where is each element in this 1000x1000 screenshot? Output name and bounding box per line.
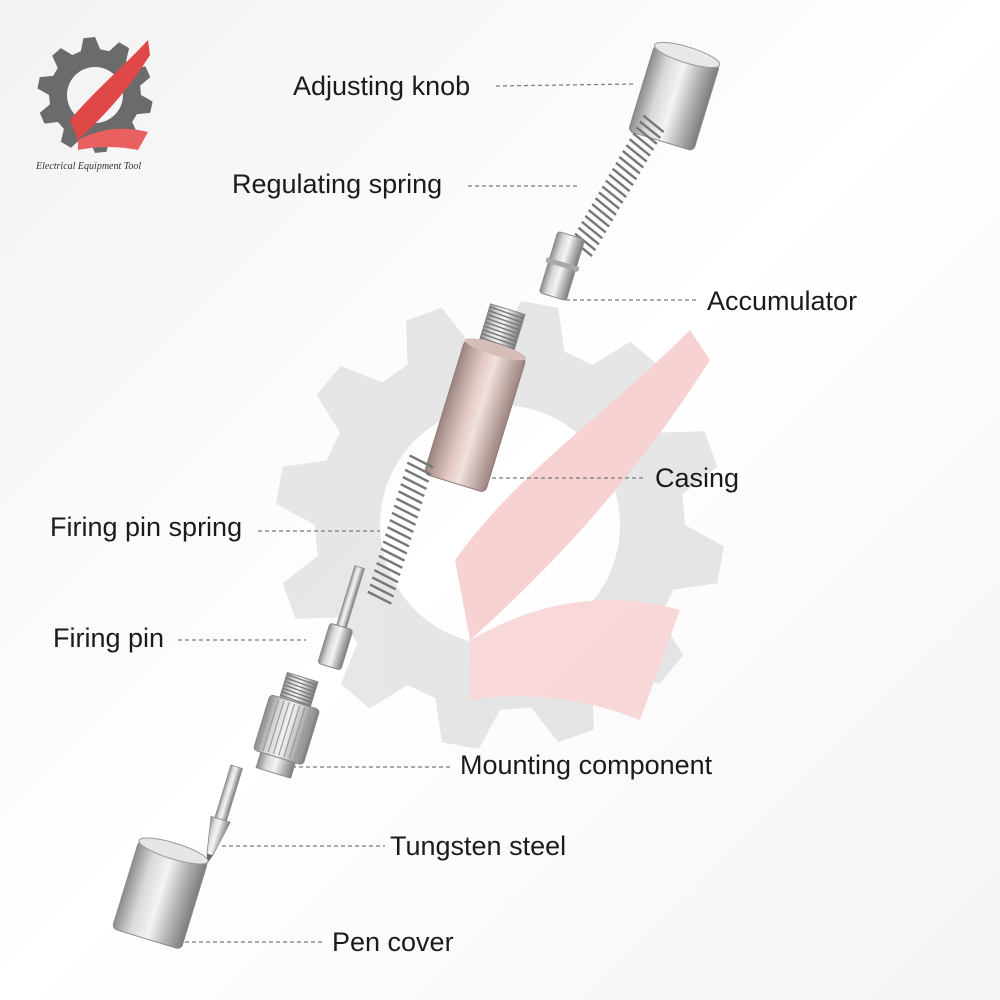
thread-line <box>488 309 523 324</box>
spring-coil <box>395 497 421 512</box>
label-firing-pin-spring: Firing pin spring <box>50 512 243 542</box>
brand-text: Electrical Equipment Tool <box>36 161 142 172</box>
label-casing: Casing <box>655 463 740 493</box>
spring-coil <box>625 144 648 163</box>
thread-line <box>286 673 318 686</box>
label-pen-cover: Pen cover <box>332 927 454 957</box>
spring-coil <box>632 132 655 151</box>
spring-coil <box>380 547 406 562</box>
spring-coil <box>577 226 600 246</box>
thread-line <box>484 321 520 335</box>
spring-coil <box>397 490 423 505</box>
spring-coil <box>408 454 434 469</box>
label-mounting-component: Mounting component <box>460 750 713 780</box>
leader-adjusting-knob <box>495 83 635 87</box>
spring-coil <box>604 179 627 198</box>
spring-coil <box>601 185 624 204</box>
thread-line <box>284 680 316 693</box>
spring-coil <box>581 220 604 240</box>
spring-coil <box>404 468 430 483</box>
firing-pin-spring-part <box>367 454 434 605</box>
spring-coil <box>393 504 419 519</box>
spring-coil <box>642 114 665 134</box>
spring-coil <box>389 518 414 534</box>
knurl-line <box>267 700 285 753</box>
mounting-component-part <box>253 671 320 779</box>
knurl-line <box>278 703 296 756</box>
thread-line <box>283 684 314 697</box>
knurl-line <box>299 710 317 763</box>
accumulator-part <box>539 231 585 301</box>
spring-coil <box>591 203 614 222</box>
spring-coil <box>400 483 425 498</box>
spring-coil <box>584 214 607 234</box>
knurl-line <box>262 698 280 751</box>
spring-coil <box>587 209 610 228</box>
label-regulating-spring: Regulating spring <box>232 169 443 199</box>
thread-line <box>282 687 313 700</box>
gear-bolt-logo-icon <box>37 37 153 153</box>
spring-coil <box>369 583 395 598</box>
knurl-line <box>257 697 274 750</box>
thread-line <box>280 694 311 707</box>
tungsten-steel-part <box>206 764 243 865</box>
spring-coil <box>406 461 432 476</box>
spring-coil <box>608 173 631 193</box>
pen-cover-part <box>112 837 209 949</box>
label-adjusting-knob: Adjusting knob <box>293 71 471 101</box>
thread-line <box>487 313 522 328</box>
gear-bolt-watermark-icon <box>276 301 724 749</box>
thread-line <box>485 317 521 331</box>
spring-coil <box>384 533 410 548</box>
spring-coil <box>635 126 658 145</box>
spring-coil <box>378 554 403 569</box>
thread-line <box>481 332 516 347</box>
spring-coil <box>574 232 597 252</box>
spring-coil <box>376 561 401 577</box>
spring-coil <box>628 138 651 157</box>
spring-coil <box>391 511 417 526</box>
spring-coil <box>382 540 408 555</box>
thread-line <box>480 336 515 350</box>
spring-coil <box>615 161 638 181</box>
thread-line <box>281 691 312 704</box>
spring-coil <box>594 197 617 216</box>
spring-coil <box>402 475 428 490</box>
spring-coil <box>373 569 399 584</box>
label-tungsten-steel: Tungsten steel <box>390 831 567 861</box>
spring-coil <box>598 191 621 210</box>
knurl-line <box>293 708 311 761</box>
thread-line <box>285 677 317 690</box>
thread-line <box>482 329 517 343</box>
spring-coil <box>622 150 645 169</box>
spring-coil <box>611 167 634 187</box>
spring-coil <box>387 526 412 541</box>
spring-coil <box>618 155 641 175</box>
firing-pin-part <box>317 565 365 670</box>
thread-line <box>483 325 519 339</box>
label-accumulator: Accumulator <box>707 286 858 316</box>
label-firing-pin: Firing pin <box>53 623 165 653</box>
spring-coil <box>371 576 397 591</box>
thread-line <box>489 306 524 320</box>
spring-coil <box>639 120 662 139</box>
knurl-line <box>272 702 290 755</box>
knurl-line <box>288 707 306 759</box>
casing-part <box>424 303 527 492</box>
knurl-line <box>283 705 301 758</box>
regulating-spring-part <box>570 114 665 258</box>
spring-coil <box>367 590 392 605</box>
